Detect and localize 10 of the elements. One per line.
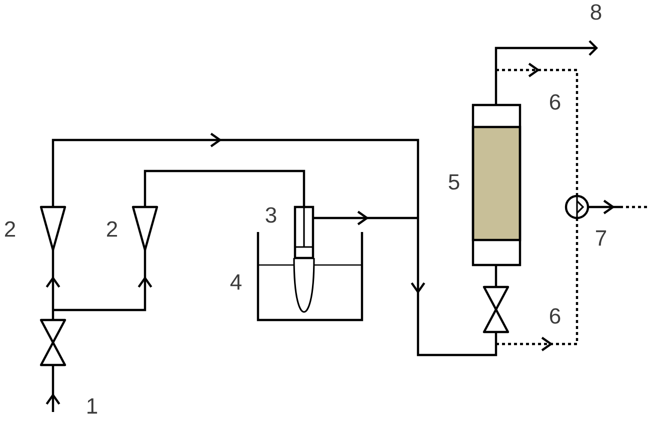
callout-number: 6 xyxy=(550,94,560,110)
callout-number: 4 xyxy=(230,274,242,290)
callout-number: 3 xyxy=(266,207,276,223)
callout-number: 1 xyxy=(88,398,98,414)
callout-number: 2 xyxy=(107,221,118,237)
callout-number: 7 xyxy=(596,230,606,246)
callout-number: 2 xyxy=(5,221,16,237)
callout-number: 5 xyxy=(448,174,460,190)
callout-number: 6 xyxy=(550,308,560,324)
callout-number: 8 xyxy=(590,4,602,20)
